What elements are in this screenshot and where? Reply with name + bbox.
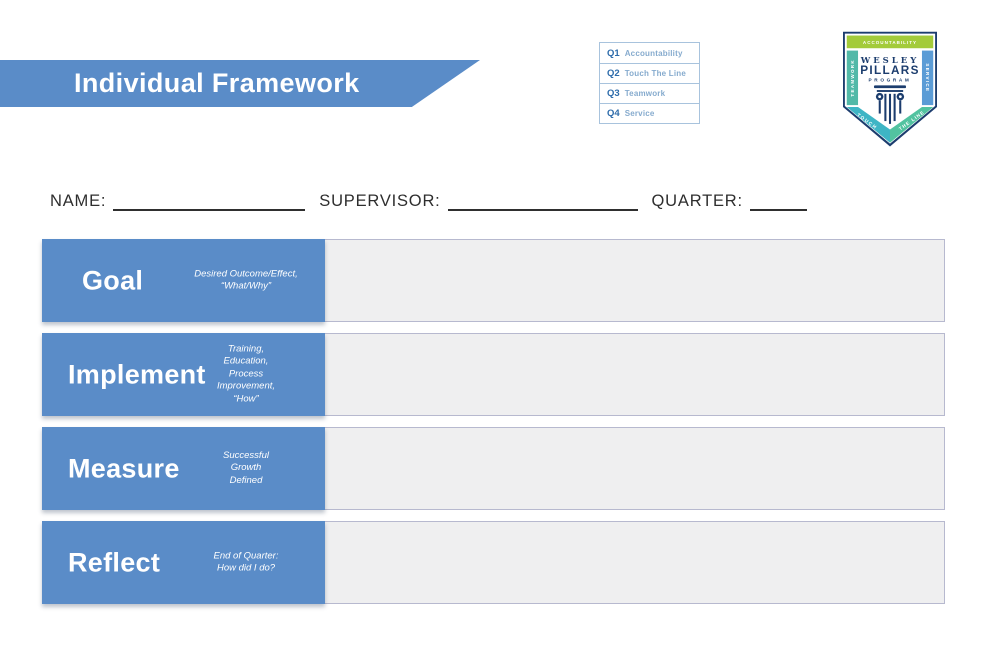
reflect-label: Reflect [68, 547, 161, 577]
measure-answer-area[interactable] [319, 427, 945, 510]
goal-row: Goal Desired Outcome/Effect, “What/Why” [42, 239, 945, 322]
logo-program-text: PROGRAM [869, 78, 912, 83]
goal-answer-area[interactable] [319, 239, 945, 322]
legend-q2-label: Touch The Line [624, 69, 687, 78]
service-band [921, 50, 934, 106]
measure-hint: Successful Growth Defined [223, 449, 269, 486]
implement-answer-area[interactable] [319, 333, 945, 416]
legend-q3-label: Teamwork [624, 89, 666, 98]
name-label: NAME: [50, 192, 107, 210]
accountability-band [846, 35, 934, 49]
implement-label: Implement [68, 359, 206, 389]
quarter-legend: Q1 Accountability Q2 Touch The Line Q3 T… [599, 42, 700, 124]
wesley-pillars-logo: ACCOUNTABILITY TEAMWORK SERVICE TOUCH TH… [843, 31, 937, 147]
implement-row: Implement Training, Education, Process I… [42, 333, 945, 416]
supervisor-label: SUPERVISOR: [319, 192, 441, 210]
goal-label: Goal [82, 265, 144, 295]
goal-hint: Desired Outcome/Effect, “What/Why” [194, 267, 298, 292]
pillar-icon [874, 85, 906, 124]
page-title: Individual Framework [74, 68, 360, 98]
name-field-line[interactable] [113, 195, 306, 211]
legend-row-q4: Q4 Service [600, 103, 699, 123]
goal-label-box: Goal Desired Outcome/Effect, “What/Why” [42, 239, 325, 322]
legend-q1-label: Accountability [624, 48, 683, 58]
framework-rows: Goal Desired Outcome/Effect, “What/Why” … [42, 239, 945, 615]
legend-row-q3: Q3 Teamwork [600, 83, 699, 103]
legend-q3-code: Q3 [607, 88, 620, 99]
legend-q2-code: Q2 [607, 68, 620, 79]
service-band-text: SERVICE [925, 63, 930, 92]
shield-inner [844, 33, 936, 144]
supervisor-field-line[interactable] [447, 195, 638, 211]
reflect-label-box: Reflect End of Quarter: How did I do? [42, 521, 325, 604]
measure-row: Measure Successful Growth Defined [42, 427, 945, 510]
quarter-label: QUARTER: [651, 192, 743, 210]
reflect-answer-area[interactable] [319, 521, 945, 604]
legend-q1-code: Q1 [607, 47, 620, 59]
reflect-hint: End of Quarter: How did I do? [213, 549, 279, 574]
legend-row-q2: Q2 Touch The Line [600, 63, 699, 83]
teamwork-band [846, 50, 859, 106]
legend-row-q1: Q1 Accountability [600, 43, 699, 63]
legend-q4-code: Q4 [607, 108, 620, 119]
header-banner: Individual Framework [0, 60, 480, 107]
logo-pillars-text: PILLARS [860, 64, 919, 77]
implement-label-box: Implement Training, Education, Process I… [42, 333, 325, 416]
accountability-band-text: ACCOUNTABILITY [863, 40, 917, 45]
implement-hint: Training, Education, Process Improvement… [216, 343, 276, 405]
legend-q4-label: Service [624, 109, 655, 118]
measure-label-box: Measure Successful Growth Defined [42, 427, 325, 510]
measure-label: Measure [68, 453, 180, 483]
teamwork-band-text: TEAMWORK [850, 59, 855, 97]
logo-wesley-text: WESLEY [860, 55, 920, 65]
quarter-field-line[interactable] [749, 195, 807, 211]
form-header-fields: NAME: SUPERVISOR: QUARTER: [50, 192, 807, 211]
reflect-row: Reflect End of Quarter: How did I do? [42, 521, 945, 604]
